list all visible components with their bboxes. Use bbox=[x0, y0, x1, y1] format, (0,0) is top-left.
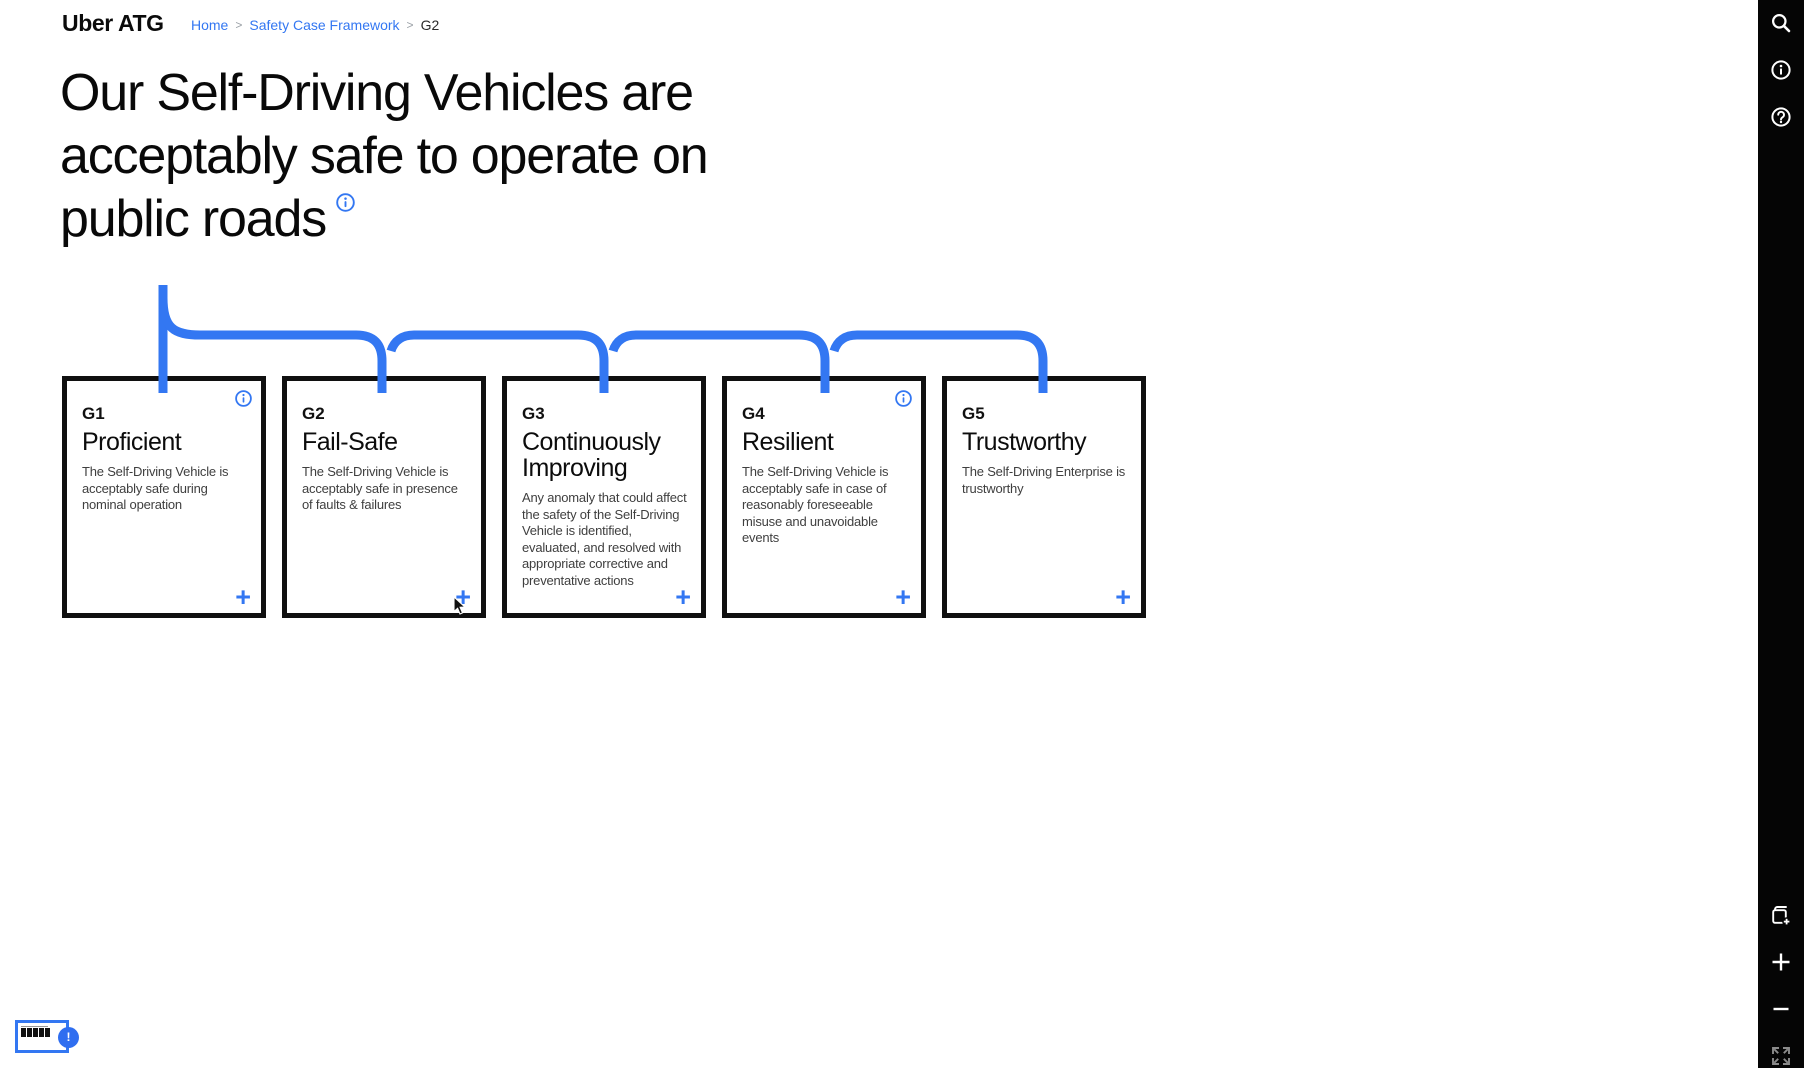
breadcrumb-safety-case-framework-link[interactable]: Safety Case Framework bbox=[249, 17, 400, 33]
card-description: Any anomaly that could affect the safety… bbox=[522, 490, 687, 588]
expand-plus-button[interactable]: + bbox=[455, 582, 471, 612]
info-icon[interactable] bbox=[895, 390, 912, 407]
card-id-label: G1 bbox=[82, 404, 105, 423]
card-description: The Self-Driving Enterprise is trustwort… bbox=[962, 464, 1126, 496]
goal-cards-row: G1 Proficient The Self-Driving Vehicle i… bbox=[62, 376, 1146, 618]
breadcrumb-current-page: G2 bbox=[420, 17, 440, 33]
uber-atg-logo: Uber ATG bbox=[62, 10, 164, 36]
minimap[interactable]: ! bbox=[15, 1020, 79, 1053]
card-description: The Self-Driving Vehicle is acceptably s… bbox=[82, 464, 229, 512]
expand-plus-button[interactable]: + bbox=[675, 582, 691, 612]
card-title: Trustworthy bbox=[962, 428, 1087, 456]
card-title: Proficient bbox=[82, 428, 182, 456]
duplicate-add-icon[interactable] bbox=[1770, 904, 1792, 926]
breadcrumb-home-link[interactable]: Home bbox=[191, 17, 229, 33]
help-icon[interactable] bbox=[1770, 106, 1792, 128]
card-g2-fail-safe[interactable]: G2 Fail-Safe The Self-Driving Vehicle is… bbox=[282, 376, 486, 618]
search-icon[interactable] bbox=[1770, 12, 1792, 34]
page-title-line: acceptably safe to operate on bbox=[60, 127, 709, 185]
card-id-label: G3 bbox=[522, 404, 545, 423]
card-title: Continuously Improving bbox=[522, 428, 661, 482]
card-g4-resilient[interactable]: G4 Resilient The Self-Driving Vehicle is… bbox=[722, 376, 926, 618]
breadcrumb: Home > Safety Case Framework > G2 bbox=[191, 17, 439, 33]
minimap-alert-badge[interactable]: ! bbox=[58, 1027, 79, 1048]
expand-plus-button[interactable]: + bbox=[235, 582, 251, 612]
info-icon[interactable] bbox=[1770, 59, 1792, 81]
breadcrumb-separator: > bbox=[235, 18, 243, 32]
toolbar-bottom-group bbox=[1758, 904, 1804, 1067]
info-icon[interactable] bbox=[235, 390, 252, 407]
zoom-out-icon[interactable] bbox=[1770, 998, 1792, 1020]
card-title: Fail-Safe bbox=[302, 428, 398, 456]
card-description: The Self-Driving Vehicle is acceptably s… bbox=[302, 464, 458, 512]
toolbar-top-group bbox=[1758, 12, 1804, 128]
card-id-label: G5 bbox=[962, 404, 985, 423]
fit-to-screen-icon[interactable] bbox=[1770, 1045, 1792, 1067]
card-description: The Self-Driving Vehicle is acceptably s… bbox=[742, 464, 889, 545]
zoom-in-icon[interactable] bbox=[1770, 951, 1792, 973]
page-title-line: public roads bbox=[60, 190, 327, 248]
breadcrumb-separator: > bbox=[406, 18, 414, 32]
title-info-icon[interactable] bbox=[336, 164, 355, 227]
card-g5-trustworthy[interactable]: G5 Trustworthy The Self-Driving Enterpri… bbox=[942, 376, 1146, 618]
minimap-card-thumbnails bbox=[21, 1028, 50, 1037]
expand-plus-button[interactable]: + bbox=[1115, 582, 1131, 612]
expand-plus-button[interactable]: + bbox=[895, 582, 911, 612]
page-title-line-last: public roads bbox=[60, 188, 707, 251]
page-title: Our Self-Driving Vehicles are acceptably… bbox=[60, 62, 709, 251]
card-id-label: G4 bbox=[742, 404, 765, 423]
card-id-label: G2 bbox=[302, 404, 325, 423]
right-toolbar bbox=[1758, 0, 1804, 1068]
card-title: Resilient bbox=[742, 428, 834, 456]
minimap-title-line bbox=[21, 1026, 48, 1027]
card-g3-continuously-improving[interactable]: G3 Continuously Improving Any anomaly th… bbox=[502, 376, 706, 618]
card-g1-proficient[interactable]: G1 Proficient The Self-Driving Vehicle i… bbox=[62, 376, 266, 618]
page-title-line: Our Self-Driving Vehicles are bbox=[60, 64, 694, 122]
